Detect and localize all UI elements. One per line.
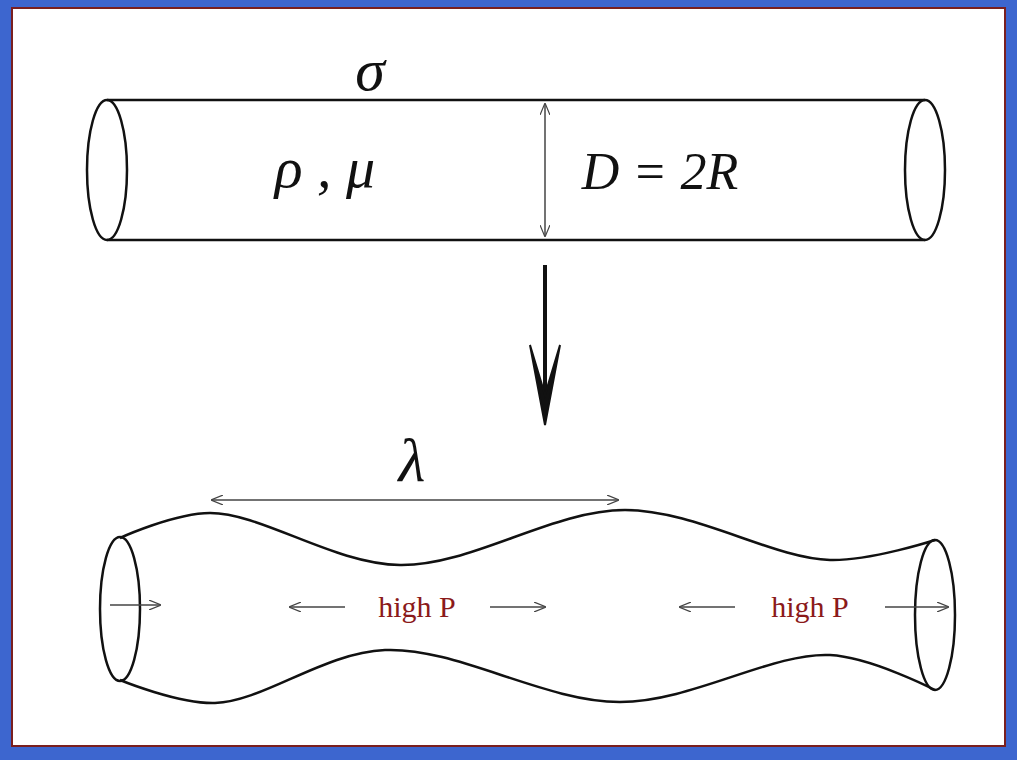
surface-tension-symbol: σ — [355, 40, 385, 100]
cylinder — [87, 100, 945, 240]
wavelength-arrow — [212, 499, 618, 501]
pressure-label: high P — [378, 592, 456, 622]
perturbed-tube — [100, 510, 955, 703]
diameter-arrow — [544, 104, 546, 236]
pressure-label: high P — [771, 592, 849, 622]
diameter-label: D = 2R — [582, 146, 738, 198]
density-viscosity-symbols: ρ , μ — [275, 139, 375, 197]
wavelength-symbol: λ — [399, 429, 426, 491]
panel — [12, 8, 1005, 746]
down-arrow — [530, 265, 560, 425]
